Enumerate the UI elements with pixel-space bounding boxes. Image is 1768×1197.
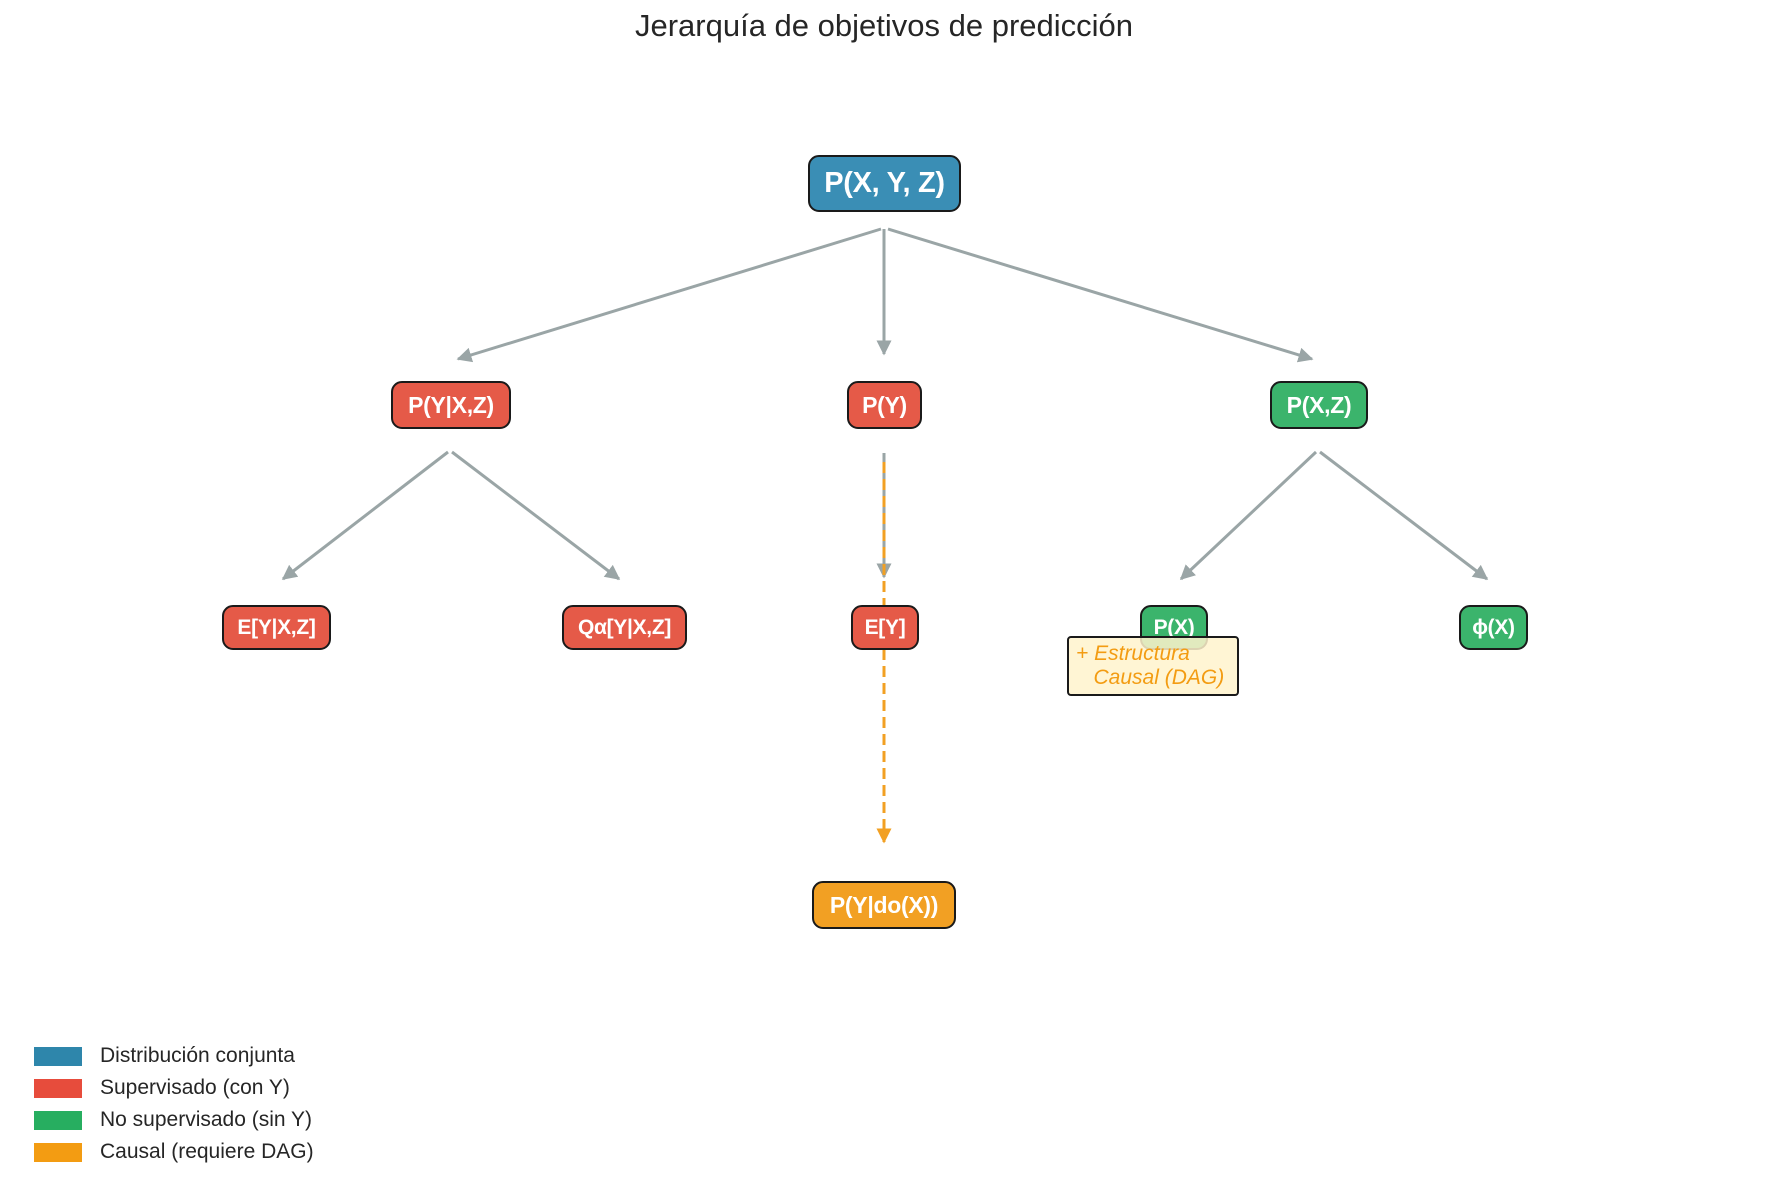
legend-item-unsupervised: No supervisado (sin Y) bbox=[34, 1104, 314, 1136]
node-conditional-distribution: P(Y|X,Z) bbox=[391, 381, 511, 429]
diagram-title: Jerarquía de objetivos de predicción bbox=[634, 8, 1134, 43]
legend-swatch-joint bbox=[34, 1046, 82, 1066]
legend-item-joint: Distribución conjunta bbox=[34, 1040, 314, 1072]
legend: Distribución conjunta Supervisado (con Y… bbox=[34, 1040, 314, 1168]
legend-item-causal: Causal (requiere DAG) bbox=[34, 1136, 314, 1168]
edge-conditional-to-quantile bbox=[451, 450, 621, 581]
edge-root-to-conditional bbox=[456, 227, 882, 363]
edge-joint-xz-to-representation bbox=[1319, 450, 1489, 581]
edge-joint-xz-to-marginal-x bbox=[1179, 450, 1318, 581]
node-conditional-quantile: Qα[Y|X,Z] bbox=[562, 605, 687, 650]
legend-swatch-causal bbox=[34, 1142, 82, 1162]
node-joint-xz: P(X,Z) bbox=[1270, 381, 1368, 429]
node-mean-y: E[Y] bbox=[851, 605, 919, 650]
legend-swatch-unsupervised bbox=[34, 1110, 82, 1130]
node-marginal-y: P(Y) bbox=[847, 381, 922, 429]
edge-root-to-joint-xz bbox=[887, 227, 1314, 363]
node-intervention: P(Y|do(X)) bbox=[812, 881, 956, 929]
causal-structure-note: + Estructura Causal (DAG) bbox=[1067, 636, 1239, 696]
legend-item-supervised: Supervisado (con Y) bbox=[34, 1072, 314, 1104]
legend-label-supervised: Supervisado (con Y) bbox=[100, 1076, 290, 1099]
legend-swatch-supervised bbox=[34, 1078, 82, 1098]
legend-label-unsupervised: No supervisado (sin Y) bbox=[100, 1108, 313, 1131]
legend-label-joint: Distribución conjunta bbox=[100, 1044, 295, 1067]
node-conditional-expectation: E[Y|X,Z] bbox=[222, 605, 331, 650]
node-joint-distribution: P(X, Y, Z) bbox=[808, 155, 961, 212]
edge-conditional-to-expectation bbox=[281, 450, 449, 581]
node-representation: ϕ(X) bbox=[1459, 605, 1528, 650]
legend-label-causal: Causal (requiere DAG) bbox=[100, 1140, 314, 1163]
